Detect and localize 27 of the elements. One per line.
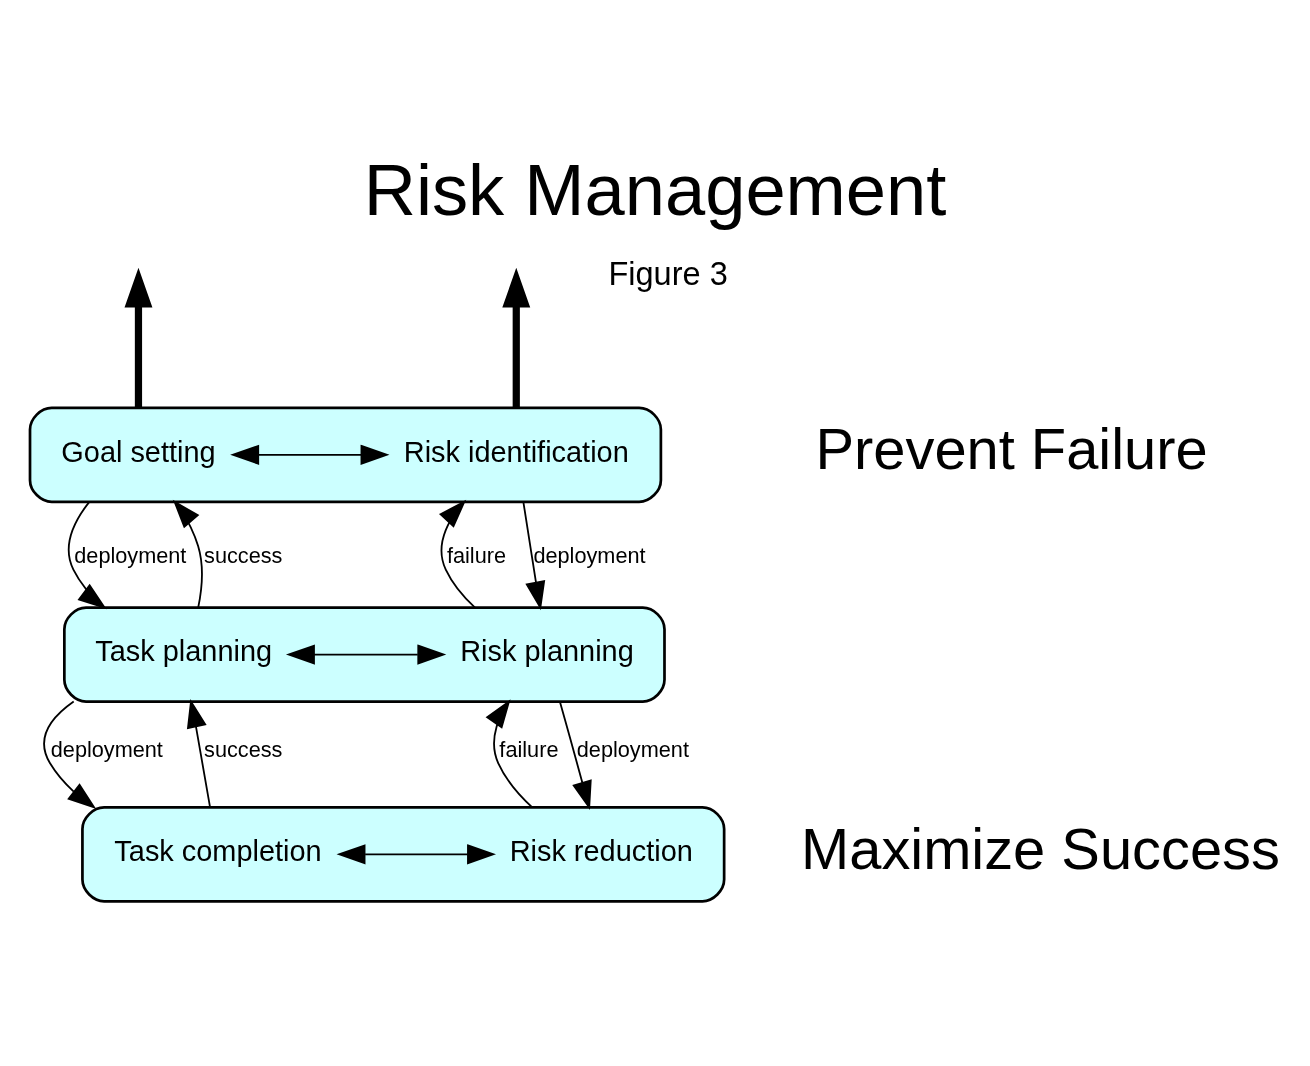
node-text: Task planning — [95, 635, 273, 668]
edge-label: deployment — [533, 543, 646, 569]
arrow — [43, 700, 97, 809]
node-text: Goal setting — [61, 435, 216, 468]
label: Maximize Success — [801, 816, 1280, 881]
node-text: Risk reduction — [509, 835, 693, 868]
arrow — [336, 844, 496, 865]
node-text: Task completion — [114, 835, 322, 868]
edge-label: failure — [446, 543, 507, 569]
node-text: Risk planning — [460, 635, 634, 668]
label: Prevent Failure — [815, 417, 1208, 482]
arrow — [285, 644, 447, 665]
caption: Figure 3 — [608, 255, 728, 292]
arrow — [502, 267, 531, 408]
arrow — [230, 444, 390, 465]
edge-label: deployment — [74, 543, 187, 569]
cluster — [28, 406, 663, 504]
arrow — [124, 267, 153, 408]
edge-label: deployment — [50, 736, 163, 762]
edge-label: failure — [499, 736, 559, 762]
diagram-title: Risk Management — [363, 150, 947, 231]
edge-label: success — [204, 543, 283, 569]
edge-label: success — [204, 736, 283, 762]
cluster — [63, 606, 666, 703]
node-text: Risk identification — [403, 435, 629, 468]
cluster — [81, 805, 726, 903]
edge-label: deployment — [576, 736, 689, 762]
